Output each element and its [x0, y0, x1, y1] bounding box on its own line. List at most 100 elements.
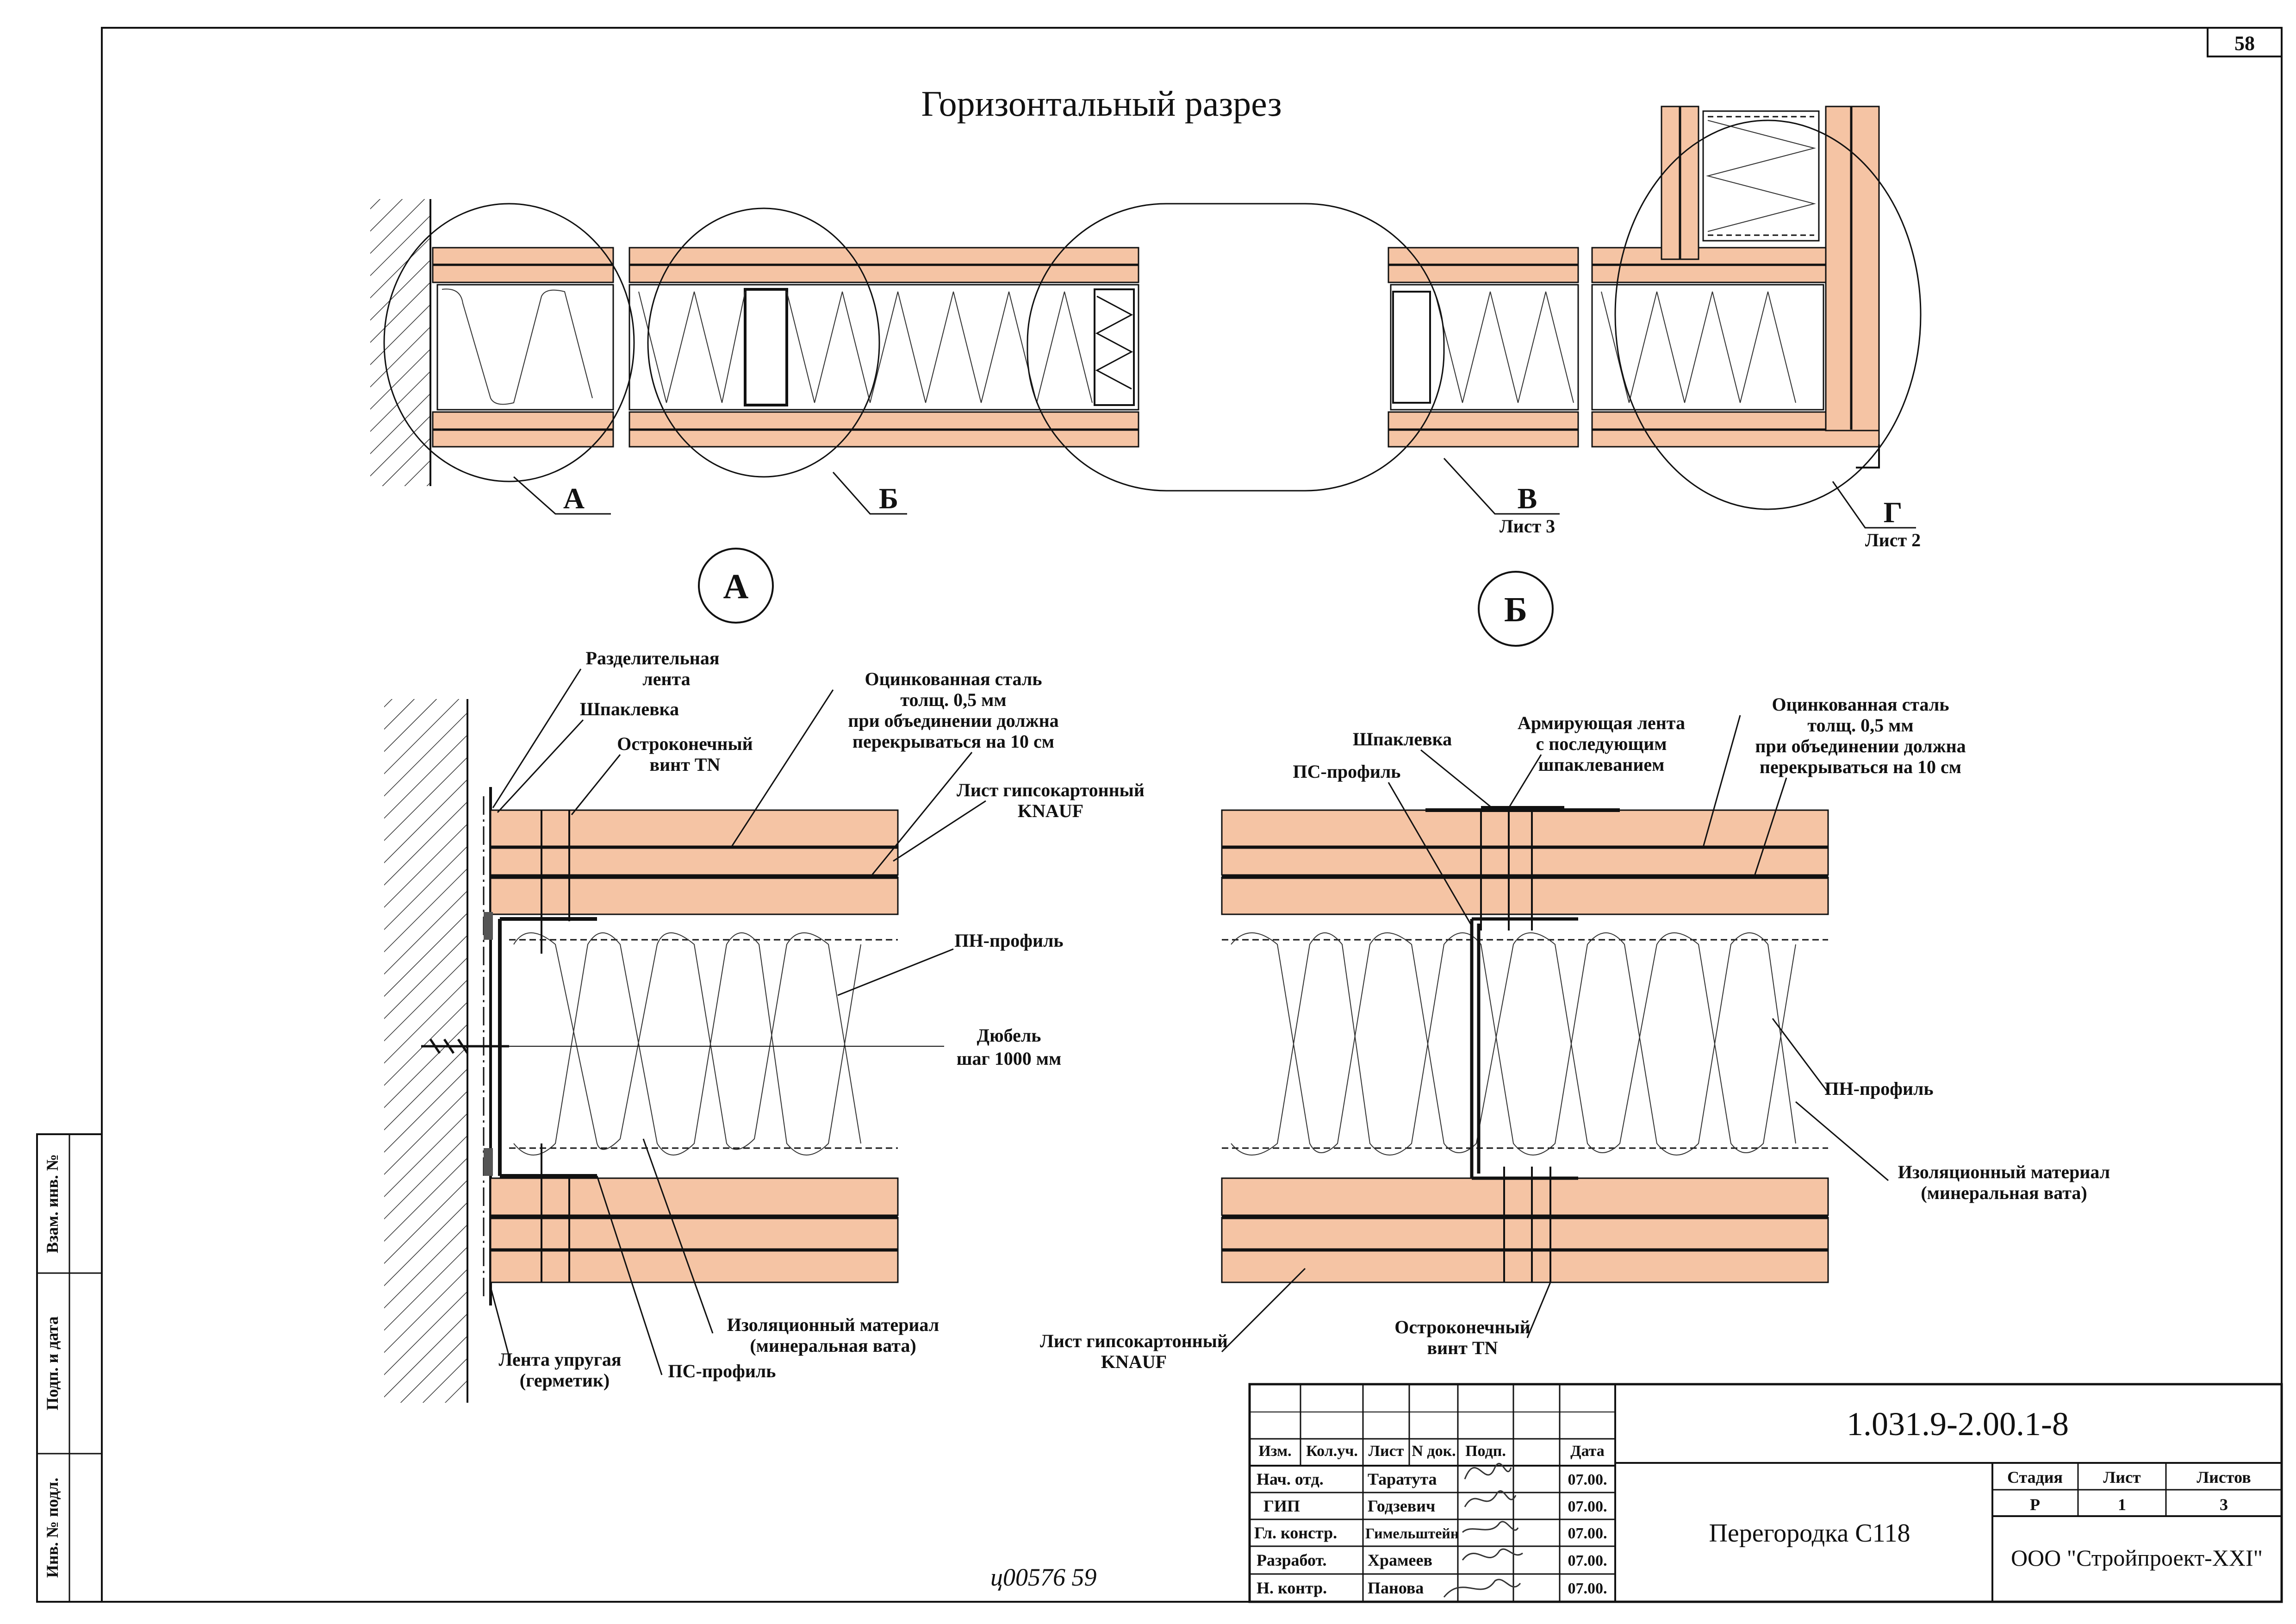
- tb-product: Перегородка С118: [1709, 1519, 1910, 1548]
- detail-a-mineral-wool: [513, 932, 861, 1150]
- sheet-number-top: 58: [2234, 32, 2255, 55]
- label-a-gypsum-2: KNAUF: [1018, 800, 1083, 821]
- label-b-reinf-3: шпаклеванием: [1538, 754, 1665, 775]
- overview-segment-3: [1388, 247, 1579, 448]
- label-b-steel-2: толщ. 0,5 мм: [1807, 715, 1913, 736]
- tb-role-4: Разработ.: [1257, 1551, 1327, 1569]
- label-a-separating-tape-1: Разделительная: [586, 648, 720, 668]
- detail-b: [1221, 806, 1829, 1283]
- wall-left: [370, 199, 430, 486]
- detail-a-pn-profile: [498, 917, 597, 1178]
- label-b-gypsum-2: KNAUF: [1101, 1351, 1167, 1372]
- drawing-title: Горизонтальный разрез: [921, 83, 1282, 124]
- callout-letter-v: В: [1518, 482, 1537, 515]
- label-a-screw-2: винт TN: [650, 754, 721, 775]
- leader-a: [513, 476, 611, 515]
- side-stamp-block: Взам. инв. № Подп. и дата Инв. № подл.: [36, 1133, 103, 1603]
- detail-marker-b-letter: Б: [1504, 590, 1527, 629]
- label-b-steel-3: при объединении должна: [1755, 736, 1966, 756]
- label-a-insulation-2: (минеральная вата): [750, 1335, 916, 1356]
- label-b-insulation-1: Изоляционный материал: [1898, 1162, 2110, 1182]
- label-b-steel-4: перекрываться на 10 см: [1760, 756, 1961, 777]
- label-b-screw-1: Остроконечный: [1394, 1317, 1530, 1337]
- label-a-pn-profile: ПН-профиль: [954, 930, 1063, 951]
- corner-mark: [1856, 444, 1880, 468]
- tb-stage: Р: [2030, 1495, 2040, 1514]
- label-a-elastic-tape-2: (герметик): [520, 1370, 610, 1391]
- signature-2: [1464, 1490, 1517, 1507]
- detail-b-mineral-wool: [1231, 932, 1796, 1153]
- tb-header-izm: Изм.: [1258, 1443, 1291, 1460]
- tb-sheets-header: Листов: [2196, 1468, 2251, 1487]
- label-b-screw-2: винт TN: [1427, 1337, 1498, 1358]
- label-b-ps-profile: ПС-профиль: [1293, 761, 1401, 782]
- label-a-screw-1: Остроконечный: [617, 733, 753, 754]
- tb-role-3: Гл. констр.: [1254, 1524, 1337, 1542]
- detail-a-dowel: [421, 1038, 509, 1054]
- label-a-steel-2: толщ. 0,5 мм: [900, 689, 1006, 710]
- callout-letter-b: Б: [879, 482, 898, 515]
- signature-1: [1464, 1463, 1512, 1480]
- detail-marker-a-letter: А: [723, 567, 749, 606]
- detail-a-annotations: Разделительная лента Шпаклевка Остроконе…: [490, 648, 1145, 1391]
- leader-v: [1443, 457, 1560, 515]
- tb-date-5: 07.00.: [1568, 1580, 1607, 1597]
- callout-letter-g: Г: [1884, 496, 1903, 529]
- tb-name-1: Таратута: [1368, 1470, 1437, 1488]
- label-a-dowel-2: шаг 1000 мм: [957, 1048, 1061, 1069]
- tb-header-podp: Подп.: [1465, 1443, 1506, 1460]
- callout-rounded-v: [1027, 203, 1445, 492]
- leader-g: [1832, 481, 1916, 529]
- overview-section: А Б В Лист 3 Г Лист 2: [370, 106, 1922, 550]
- callout-ellipse-a: [383, 203, 635, 482]
- tb-date-4: 07.00.: [1568, 1552, 1607, 1569]
- overview-segment-4: [1591, 106, 1880, 448]
- label-b-insulation-2: (минеральная вата): [1921, 1182, 2087, 1203]
- tb-name-2: Годзевич: [1368, 1497, 1435, 1515]
- detail-b-ps-profile: [1470, 917, 1578, 1180]
- tb-sheet-header: Лист: [2103, 1468, 2141, 1487]
- sheet-frame: [101, 27, 2283, 1603]
- label-a-elastic-tape-1: Лента упругая: [498, 1349, 621, 1370]
- overview-segment-1: [432, 247, 614, 448]
- handwritten-note: ц00576 59: [990, 1563, 1097, 1591]
- tb-header-kol: Кол.уч.: [1306, 1443, 1358, 1460]
- label-a-ps-profile: ПС-профиль: [668, 1361, 776, 1381]
- detail-a-elastic-tape: [484, 912, 493, 940]
- label-a-insulation-1: Изоляционный материал: [727, 1314, 939, 1335]
- detail-b-joint-tape: [1425, 806, 1620, 812]
- label-a-putty: Шпаклевка: [580, 699, 679, 719]
- tb-date-2: 07.00.: [1568, 1498, 1607, 1515]
- label-b-pn-profile: ПН-профиль: [1824, 1078, 1933, 1099]
- signature-5: [1443, 1579, 1521, 1598]
- callout-sheet-g: Лист 2: [1865, 530, 1921, 550]
- stamp-inv-podl: Инв. № подл.: [43, 1478, 62, 1578]
- tb-name-5: Панова: [1368, 1579, 1424, 1597]
- tb-doc-code: 1.031.9-2.00.1-8: [1847, 1405, 2069, 1443]
- tb-company: ООО "Стройпроект-XXI": [2011, 1545, 2263, 1571]
- tb-name-4: Храмеев: [1368, 1551, 1432, 1569]
- signature-4: [1462, 1548, 1523, 1561]
- detail-b-annotations: Шпаклевка Армирующая лента с последующим…: [1040, 694, 2110, 1372]
- tb-role-1: Нач. отд.: [1257, 1470, 1324, 1488]
- tb-date-1: 07.00.: [1568, 1471, 1607, 1488]
- tb-role-2: ГИП: [1263, 1497, 1300, 1515]
- label-a-steel-4: перекрываться на 10 см: [852, 731, 1054, 752]
- tb-name-3: Гимельштейн: [1365, 1525, 1459, 1542]
- tb-sheets: 3: [2220, 1495, 2228, 1514]
- tb-header-data: Дата: [1570, 1443, 1605, 1460]
- title-block: Изм. Кол.уч. Лист N док. Подп. Дата Нач.…: [1248, 1383, 2283, 1603]
- sheet-number-box: [2207, 27, 2283, 57]
- leader-b: [832, 472, 907, 515]
- detail-a: [384, 699, 944, 1403]
- stamp-podp-data: Подп. и дата: [43, 1316, 62, 1410]
- label-b-putty: Шпаклевка: [1353, 729, 1452, 750]
- detail-a-wall: [384, 699, 467, 1403]
- label-b-steel-1: Оцинкованная сталь: [1772, 694, 1949, 715]
- tb-role-5: Н. контр.: [1257, 1579, 1327, 1597]
- callout-sheet-v: Лист 3: [1500, 516, 1555, 537]
- callout-ellipse-b: [647, 207, 880, 478]
- label-b-reinf-1: Армирующая лента: [1518, 712, 1685, 733]
- signature-3: [1462, 1521, 1519, 1533]
- label-b-gypsum-1: Лист гипсокартонный: [1040, 1330, 1228, 1351]
